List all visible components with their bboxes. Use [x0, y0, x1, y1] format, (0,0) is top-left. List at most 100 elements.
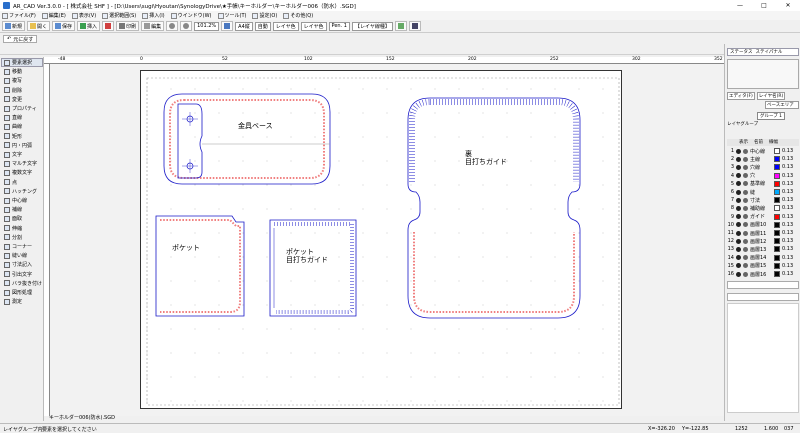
- lock-icon[interactable]: [743, 230, 748, 236]
- menu-window[interactable]: ウインドウ(W): [170, 12, 212, 19]
- tool-stitch[interactable]: 縫い線: [1, 251, 43, 260]
- drawing-canvas[interactable]: 金具ベース 裏 目打ちガイド ポケット ポケット 目打ちガイド: [50, 64, 724, 416]
- tool-property[interactable]: プロパティ: [1, 104, 43, 113]
- layer-color-select[interactable]: レイヤ色: [272, 21, 299, 31]
- eye-icon[interactable]: [736, 148, 741, 154]
- lock-icon[interactable]: [743, 189, 748, 195]
- layer-color-swatch[interactable]: [774, 180, 780, 187]
- edit-button[interactable]: 編集: [141, 21, 165, 31]
- pocket-part[interactable]: [155, 215, 245, 317]
- layer-color-swatch[interactable]: [774, 213, 780, 220]
- layer-color-swatch[interactable]: [774, 197, 780, 204]
- tool-cursor[interactable]: 要素選択: [1, 58, 43, 67]
- zoom-select[interactable]: 101.2%: [194, 21, 220, 31]
- tool-multiline-text[interactable]: 複数文字: [1, 168, 43, 177]
- tool-corner[interactable]: コーナー: [1, 242, 43, 251]
- lock-icon[interactable]: [743, 271, 748, 277]
- menu-settings[interactable]: 設定(O): [252, 12, 277, 19]
- base-area-field[interactable]: ベースエリア: [765, 101, 799, 109]
- layer-color-swatch[interactable]: [774, 205, 780, 212]
- layer-color-select-2[interactable]: レイヤ色: [300, 21, 327, 31]
- pen-select[interactable]: Pen. 1: [328, 21, 350, 31]
- tool-hatch[interactable]: ハッチング: [1, 187, 43, 196]
- layer-color-swatch[interactable]: [774, 271, 780, 277]
- menu-edit[interactable]: 編集(E): [41, 12, 66, 19]
- lock-icon[interactable]: [743, 148, 748, 154]
- eye-icon[interactable]: [736, 156, 741, 162]
- lock-icon[interactable]: [743, 246, 748, 252]
- menu-tools[interactable]: ツール(T): [217, 12, 246, 19]
- eye-icon[interactable]: [736, 222, 741, 228]
- tool-centerline[interactable]: 中心線: [1, 196, 43, 205]
- panel-tabs[interactable]: ステータス ステイパナル: [727, 48, 799, 56]
- tab-panel[interactable]: ステイパナル: [755, 50, 783, 55]
- tool-multitext[interactable]: マルチ文字: [1, 159, 43, 168]
- layer-color-swatch[interactable]: [774, 156, 780, 163]
- eye-icon[interactable]: [736, 271, 741, 277]
- tool-circle[interactable]: 円・円弧: [1, 141, 43, 150]
- close-icon[interactable]: ✕: [785, 2, 791, 9]
- eye-icon[interactable]: [736, 173, 741, 179]
- tool-measure[interactable]: 測定: [1, 297, 43, 306]
- layer-controls[interactable]: [727, 281, 799, 289]
- eye-icon[interactable]: [736, 246, 741, 252]
- lock-icon[interactable]: [743, 255, 748, 261]
- eye-icon[interactable]: [736, 189, 741, 195]
- tool-point[interactable]: 点: [1, 178, 43, 187]
- layer-color-swatch[interactable]: [774, 254, 780, 261]
- tab-status[interactable]: ステータス: [730, 50, 753, 55]
- pocket-guide-part[interactable]: [269, 219, 357, 317]
- lock-icon[interactable]: [743, 181, 748, 187]
- tool-dimension[interactable]: 寸法記入: [1, 260, 43, 269]
- zoom-out-button[interactable]: [180, 21, 193, 31]
- layer-color-swatch[interactable]: [774, 230, 780, 236]
- paper-select[interactable]: A4縦: [235, 21, 253, 31]
- group-select[interactable]: グループ 1: [757, 111, 786, 120]
- minimize-icon[interactable]: —: [737, 2, 743, 9]
- layer-color-swatch[interactable]: [774, 164, 780, 171]
- layer-color-swatch[interactable]: [774, 262, 780, 269]
- line-type-select[interactable]: 【レイヤ線種】: [351, 21, 393, 31]
- tool-copy[interactable]: 複写: [1, 76, 43, 85]
- fit-button[interactable]: [221, 21, 234, 31]
- layout-button[interactable]: [408, 21, 421, 31]
- lock-icon[interactable]: [743, 214, 748, 220]
- eye-icon[interactable]: [736, 255, 741, 261]
- menu-other[interactable]: その他(Q): [283, 12, 313, 19]
- maximize-icon[interactable]: □: [761, 2, 767, 9]
- lock-icon[interactable]: [743, 222, 748, 228]
- eye-icon[interactable]: [736, 214, 741, 220]
- tool-text[interactable]: 文字: [1, 150, 43, 159]
- eye-icon[interactable]: [736, 197, 741, 203]
- auto-select[interactable]: 自動: [254, 21, 271, 31]
- tool-change[interactable]: 変更: [1, 95, 43, 104]
- tool-auxline[interactable]: 補線: [1, 205, 43, 214]
- open-button[interactable]: 開く: [27, 21, 51, 31]
- eye-icon[interactable]: [736, 263, 741, 269]
- menu-select[interactable]: 選択範囲(S): [102, 12, 136, 19]
- tool-line[interactable]: 直線: [1, 113, 43, 122]
- eye-icon[interactable]: [736, 181, 741, 187]
- menu-view[interactable]: 表示(V): [71, 12, 96, 19]
- lock-icon[interactable]: [743, 164, 748, 170]
- lock-icon[interactable]: [743, 173, 748, 179]
- new-button[interactable]: 新規: [2, 21, 26, 31]
- lock-icon[interactable]: [743, 156, 748, 162]
- tool-rect[interactable]: 矩形: [1, 132, 43, 141]
- undo-button[interactable]: ↶元に戻す: [3, 35, 38, 43]
- menu-insert[interactable]: 挿入(I): [142, 12, 165, 19]
- tool-leader[interactable]: 引出文字: [1, 270, 43, 279]
- edit-button[interactable]: エディタ(F): [727, 91, 755, 100]
